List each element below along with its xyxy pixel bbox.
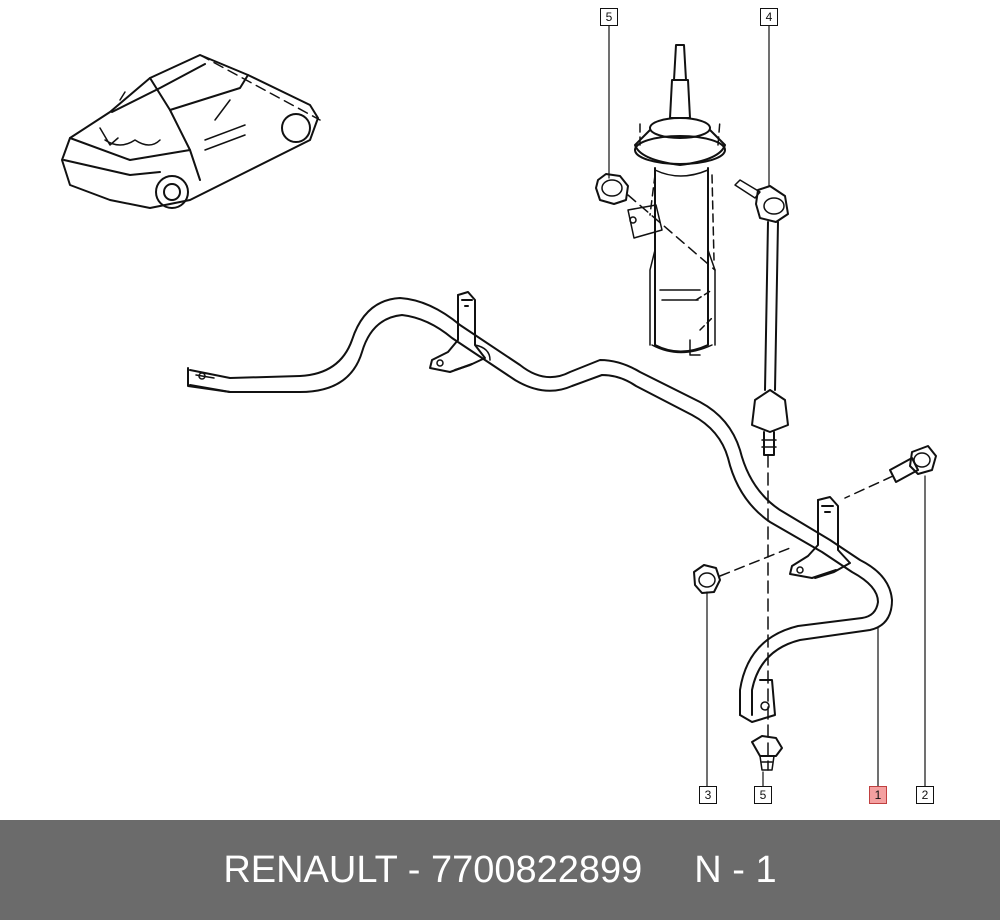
stabilizer-bar-icon (187, 297, 893, 723)
callout-3: 3 (699, 786, 717, 804)
side-nut-icon (693, 547, 791, 594)
right-bracket-icon (789, 496, 851, 579)
shock-absorber-icon (627, 44, 726, 356)
stabilizer-link-icon (734, 179, 789, 771)
lower-nut-icon (751, 735, 783, 771)
page-number-text: N - 1 (694, 848, 777, 891)
callout-5-bottom: 5 (754, 786, 772, 804)
bolt-icon (844, 445, 937, 499)
exploded-parts-diagram (61, 25, 937, 787)
top-nut-icon (595, 173, 716, 271)
callout-2: 2 (916, 786, 934, 804)
part-number-text: RENAULT - 7700822899 (223, 848, 643, 891)
callout-5-top: 5 (600, 8, 618, 26)
left-bracket-icon (429, 291, 491, 373)
callout-4: 4 (760, 8, 778, 26)
footer-caption: RENAULT - 7700822899 N - 1 (0, 820, 1000, 920)
callout-1-highlighted: 1 (869, 786, 887, 804)
car-thumbnail-icon (61, 54, 321, 209)
